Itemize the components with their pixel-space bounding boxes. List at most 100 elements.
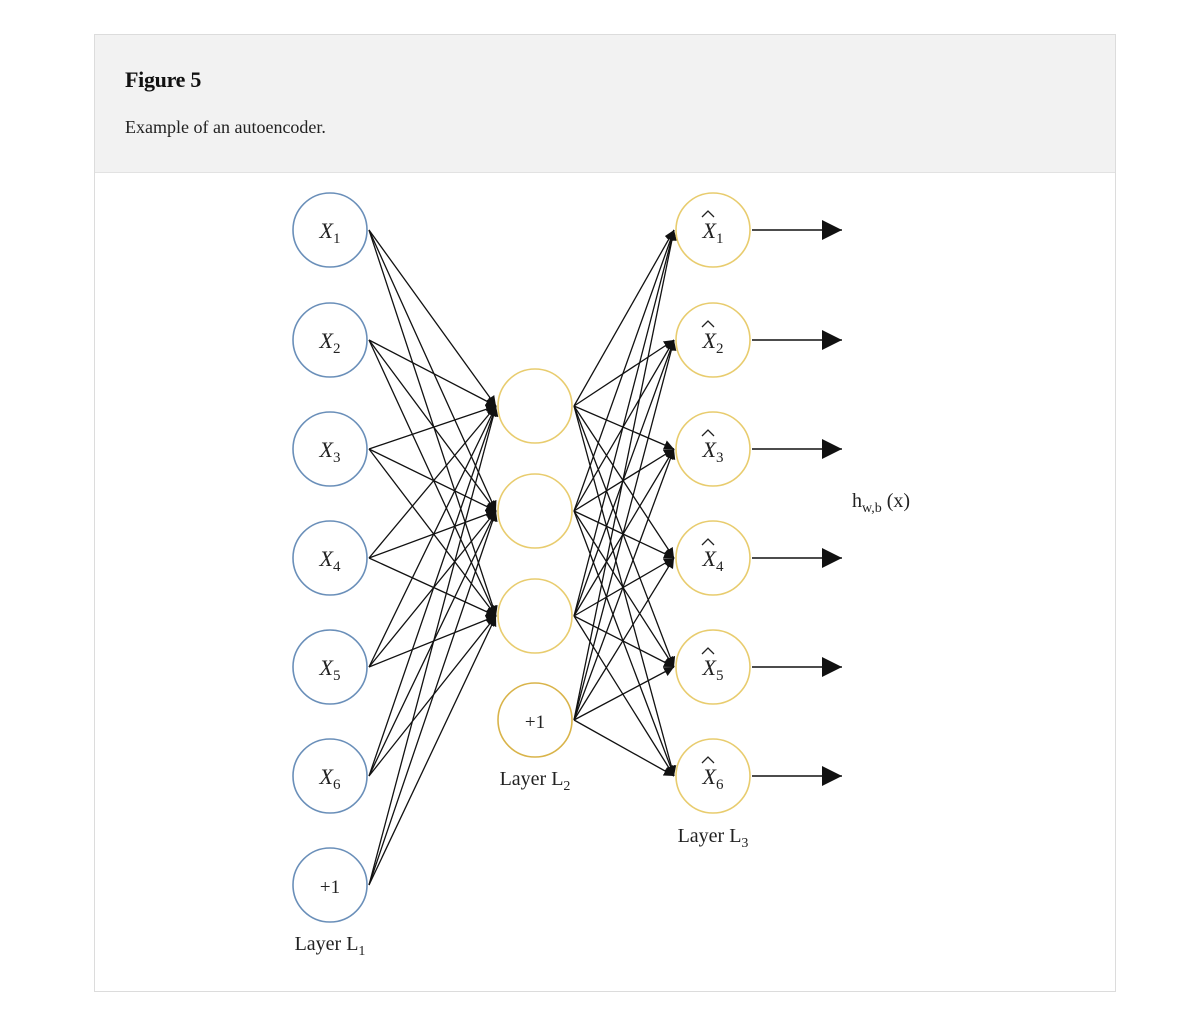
- node-label: X1: [319, 218, 341, 247]
- node-circle: [675, 520, 751, 596]
- node-circle: [675, 629, 751, 705]
- edge-l1-2-to-l2-2: [368, 339, 497, 512]
- node-layer3-5: X5: [675, 629, 751, 705]
- edge-l1-1-to-l2-2: [368, 229, 497, 512]
- edge-l1-7-to-l2-1: [368, 405, 499, 886]
- node-circle: [292, 302, 368, 378]
- output-function-label: hw,b (x): [852, 490, 910, 516]
- edge-l2-1-to-l3-2: [573, 339, 675, 407]
- node-label: X6: [702, 764, 724, 793]
- output-arrows: [752, 220, 842, 786]
- node-layer3-6: X6: [675, 738, 751, 814]
- edge-l2-4-to-l3-1: [573, 229, 677, 721]
- node-layer3-1: X1: [675, 192, 751, 268]
- edge-l2-4-to-l3-4: [573, 557, 675, 721]
- layer-label-3: Layer L3: [678, 825, 749, 851]
- figure-caption-area: Figure 5 Example of an autoencoder.: [95, 35, 1115, 173]
- node-circle: [292, 629, 368, 705]
- hat-accent: [701, 210, 715, 218]
- node-layer1-bias: +1: [292, 847, 368, 923]
- node-layer1-6: X6: [292, 738, 368, 814]
- bias-node-label: +1: [320, 877, 340, 898]
- edge-l1-2-to-l2-1: [368, 339, 497, 407]
- edge-l1-7-to-l2-3: [368, 615, 497, 886]
- edge-l2-3-to-l3-1: [573, 229, 677, 617]
- edge-l2-3-to-l3-6: [573, 615, 675, 777]
- hat-accent: [701, 538, 715, 546]
- edge-l2-1-to-l3-6: [573, 405, 677, 777]
- node-circle: [497, 682, 573, 758]
- node-label: X2: [702, 328, 724, 357]
- edge-l1-3-to-l2-2: [368, 448, 497, 512]
- edge-l2-2-to-l3-6: [573, 510, 676, 777]
- edge-l1-1-to-l2-3: [368, 229, 498, 617]
- node-circle: [497, 473, 573, 549]
- node-label: X4: [702, 546, 724, 575]
- node-layer1-2: X2: [292, 302, 368, 378]
- edge-l2-4-to-l3-5: [573, 666, 675, 721]
- figure-caption: Example of an autoencoder.: [125, 117, 326, 137]
- node-label: X4: [319, 546, 341, 575]
- node-layer1-5: X5: [292, 629, 368, 705]
- edge-l1-5-to-l2-3: [368, 615, 497, 668]
- node-circle: [675, 192, 751, 268]
- node-label: X2: [319, 328, 341, 357]
- node-circle: [675, 302, 751, 378]
- node-layer1-1: X1: [292, 192, 368, 268]
- node-label: X6: [319, 764, 341, 793]
- edge-l2-2-to-l3-4: [573, 510, 675, 559]
- edge-l1-4-to-l2-2: [368, 509, 497, 559]
- node-layer3-2: X2: [675, 302, 751, 378]
- edge-l2-2-to-l3-5: [573, 510, 675, 668]
- node-layer1-3: X3: [292, 411, 368, 487]
- hat-accent: [701, 647, 715, 655]
- node-layer3-3: X3: [675, 411, 751, 487]
- node-label: X3: [319, 437, 341, 466]
- edge-l2-1-to-l3-5: [573, 405, 676, 668]
- node-circle: [292, 520, 368, 596]
- figure-container: Figure 5 Example of an autoencoder.: [94, 34, 1116, 992]
- hat-accent: [701, 429, 715, 437]
- layer-label-2: Layer L2: [500, 768, 571, 794]
- edge-l1-3-to-l2-1: [368, 404, 497, 450]
- edge-l2-1-to-l3-1: [573, 229, 675, 407]
- node-circle: [292, 738, 368, 814]
- node-layer2-3: [497, 578, 573, 654]
- node-layer2-bias: +1: [497, 682, 573, 758]
- edge-l2-1-to-l3-4: [573, 405, 675, 559]
- edge-l1-2-to-l2-3: [368, 339, 497, 617]
- edge-l1-5-to-l2-1: [368, 405, 497, 668]
- node-circle: [675, 738, 751, 814]
- node-label: X1: [702, 218, 724, 247]
- figure-title: Figure 5: [125, 67, 202, 92]
- node-label: X5: [319, 655, 341, 684]
- node-label: X3: [702, 437, 724, 466]
- hat-accent: [701, 320, 715, 328]
- node-circle: [292, 847, 368, 923]
- layer-labels: Layer L1 Layer L2 Layer L3 hw,b (x): [295, 490, 910, 959]
- edge-l1-1-to-l2-1: [368, 229, 497, 407]
- node-circle: [292, 411, 368, 487]
- connection-edges: [368, 229, 677, 886]
- node-circle: [675, 411, 751, 487]
- node-label: X5: [702, 655, 724, 684]
- node-layer1-4: X4: [292, 520, 368, 596]
- node-layer2-2: [497, 473, 573, 549]
- layer-label-1: Layer L1: [295, 933, 366, 959]
- edge-l1-7-to-l2-2: [368, 510, 498, 886]
- edge-l2-3-to-l3-4: [573, 557, 675, 617]
- edge-l2-4-to-l3-2: [573, 339, 677, 721]
- node-circle: [497, 578, 573, 654]
- edge-l2-4-to-l3-3: [573, 448, 676, 721]
- node-layer2-1: [497, 368, 573, 444]
- edge-l1-6-to-l2-1: [368, 405, 498, 777]
- bias-node-label: +1: [525, 712, 545, 733]
- edge-l2-2-to-l3-3: [573, 448, 675, 512]
- edge-l1-4-to-l2-1: [368, 405, 497, 559]
- node-circle: [292, 192, 368, 268]
- hat-accent: [701, 756, 715, 764]
- node-circle: [497, 368, 573, 444]
- edge-l2-3-to-l3-5: [573, 615, 675, 668]
